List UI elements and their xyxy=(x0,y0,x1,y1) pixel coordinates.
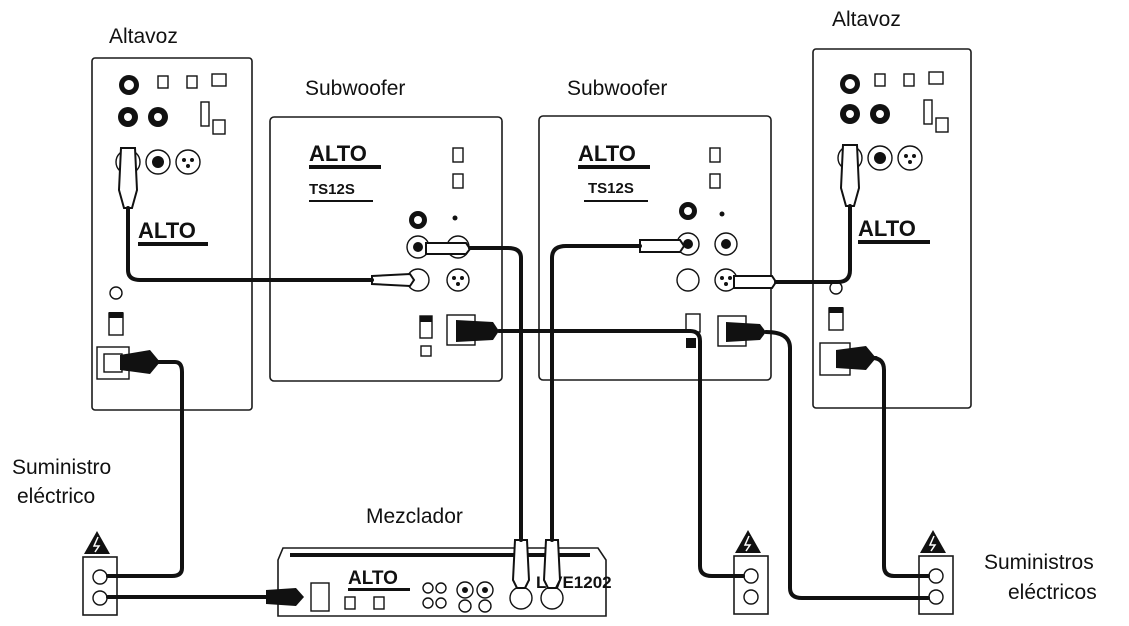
power-left-label-line2: eléctrico xyxy=(17,485,95,508)
subwoofer-left-alto-logo: ALTO xyxy=(309,141,381,169)
warning-middle-icon xyxy=(735,530,761,553)
mixer-power-switch xyxy=(344,596,356,610)
mixer: ALTO LIVE1202 xyxy=(266,539,612,617)
speaker-left-panel xyxy=(91,57,253,411)
power-outlet-left xyxy=(82,531,118,616)
subwoofer-right-model: TS12S xyxy=(588,180,634,197)
cable-mixer-to-sub-right xyxy=(550,244,642,542)
mixer-alto-logo: ALTO xyxy=(348,568,410,591)
speaker-right-combo-in xyxy=(867,145,893,171)
speaker-left-xlr-plug xyxy=(117,147,139,209)
cable-mixer-to-sub-left xyxy=(468,246,523,542)
speaker-right-alto-logo: ALTO xyxy=(858,216,930,244)
cable-sub-right-power xyxy=(764,330,930,600)
mixer-label: Mezclador xyxy=(366,505,463,528)
svg-text:ALTO: ALTO xyxy=(858,216,916,241)
cable-sub-to-speaker-right xyxy=(774,204,852,284)
subwoofer-left-label: Subwoofer xyxy=(305,77,405,100)
subwoofer-right: ALTO TS12S xyxy=(538,115,778,381)
speaker-left-combo-in xyxy=(145,149,171,175)
speaker-right-xlr-plug xyxy=(839,144,861,207)
subwoofer-right-output-1 xyxy=(676,268,700,292)
speaker-left-power-plug xyxy=(120,350,160,374)
power-right-label-line2: eléctricos xyxy=(1008,581,1097,604)
power-outlet-right xyxy=(918,530,954,615)
power-right-label-line1: Suministros xyxy=(984,551,1094,574)
cable-speaker-right-power xyxy=(870,356,930,578)
subwoofer-left-output-2 xyxy=(446,268,470,292)
speaker-left-alto-logo: ALTO xyxy=(138,218,208,246)
cable-speaker-left-power xyxy=(106,360,184,578)
speaker-left: ALTO xyxy=(91,57,253,411)
warning-right-icon xyxy=(920,530,946,553)
speaker-right: ALTO xyxy=(812,48,972,409)
speaker-left-label: Altavoz xyxy=(109,25,178,48)
svg-text:ALTO: ALTO xyxy=(348,568,398,589)
subwoofer-right-label: Subwoofer xyxy=(567,77,667,100)
speaker-left-xlr-out xyxy=(175,149,201,175)
subwoofer-left: ALTO TS12S xyxy=(269,116,503,382)
subwoofer-right-alto-logo: ALTO xyxy=(578,141,650,169)
power-left-label-line1: Suministro xyxy=(12,456,111,479)
speaker-right-panel xyxy=(812,48,972,409)
svg-text:ALTO: ALTO xyxy=(309,141,367,166)
svg-text:ALTO: ALTO xyxy=(138,218,196,243)
mixer-power-plug xyxy=(266,588,304,606)
svg-text:ALTO: ALTO xyxy=(578,141,636,166)
cable-sub-left-power-to-outlet xyxy=(688,329,745,578)
warning-left-icon xyxy=(84,531,110,554)
subwoofer-left-model: TS12S xyxy=(309,181,355,198)
cable-speaker-left-to-sub xyxy=(126,206,374,282)
subwoofer-right-input-2 xyxy=(714,232,738,256)
speaker-right-xlr-out xyxy=(897,145,923,171)
speaker-right-label: Altavoz xyxy=(832,8,901,31)
power-outlet-middle xyxy=(733,530,769,615)
